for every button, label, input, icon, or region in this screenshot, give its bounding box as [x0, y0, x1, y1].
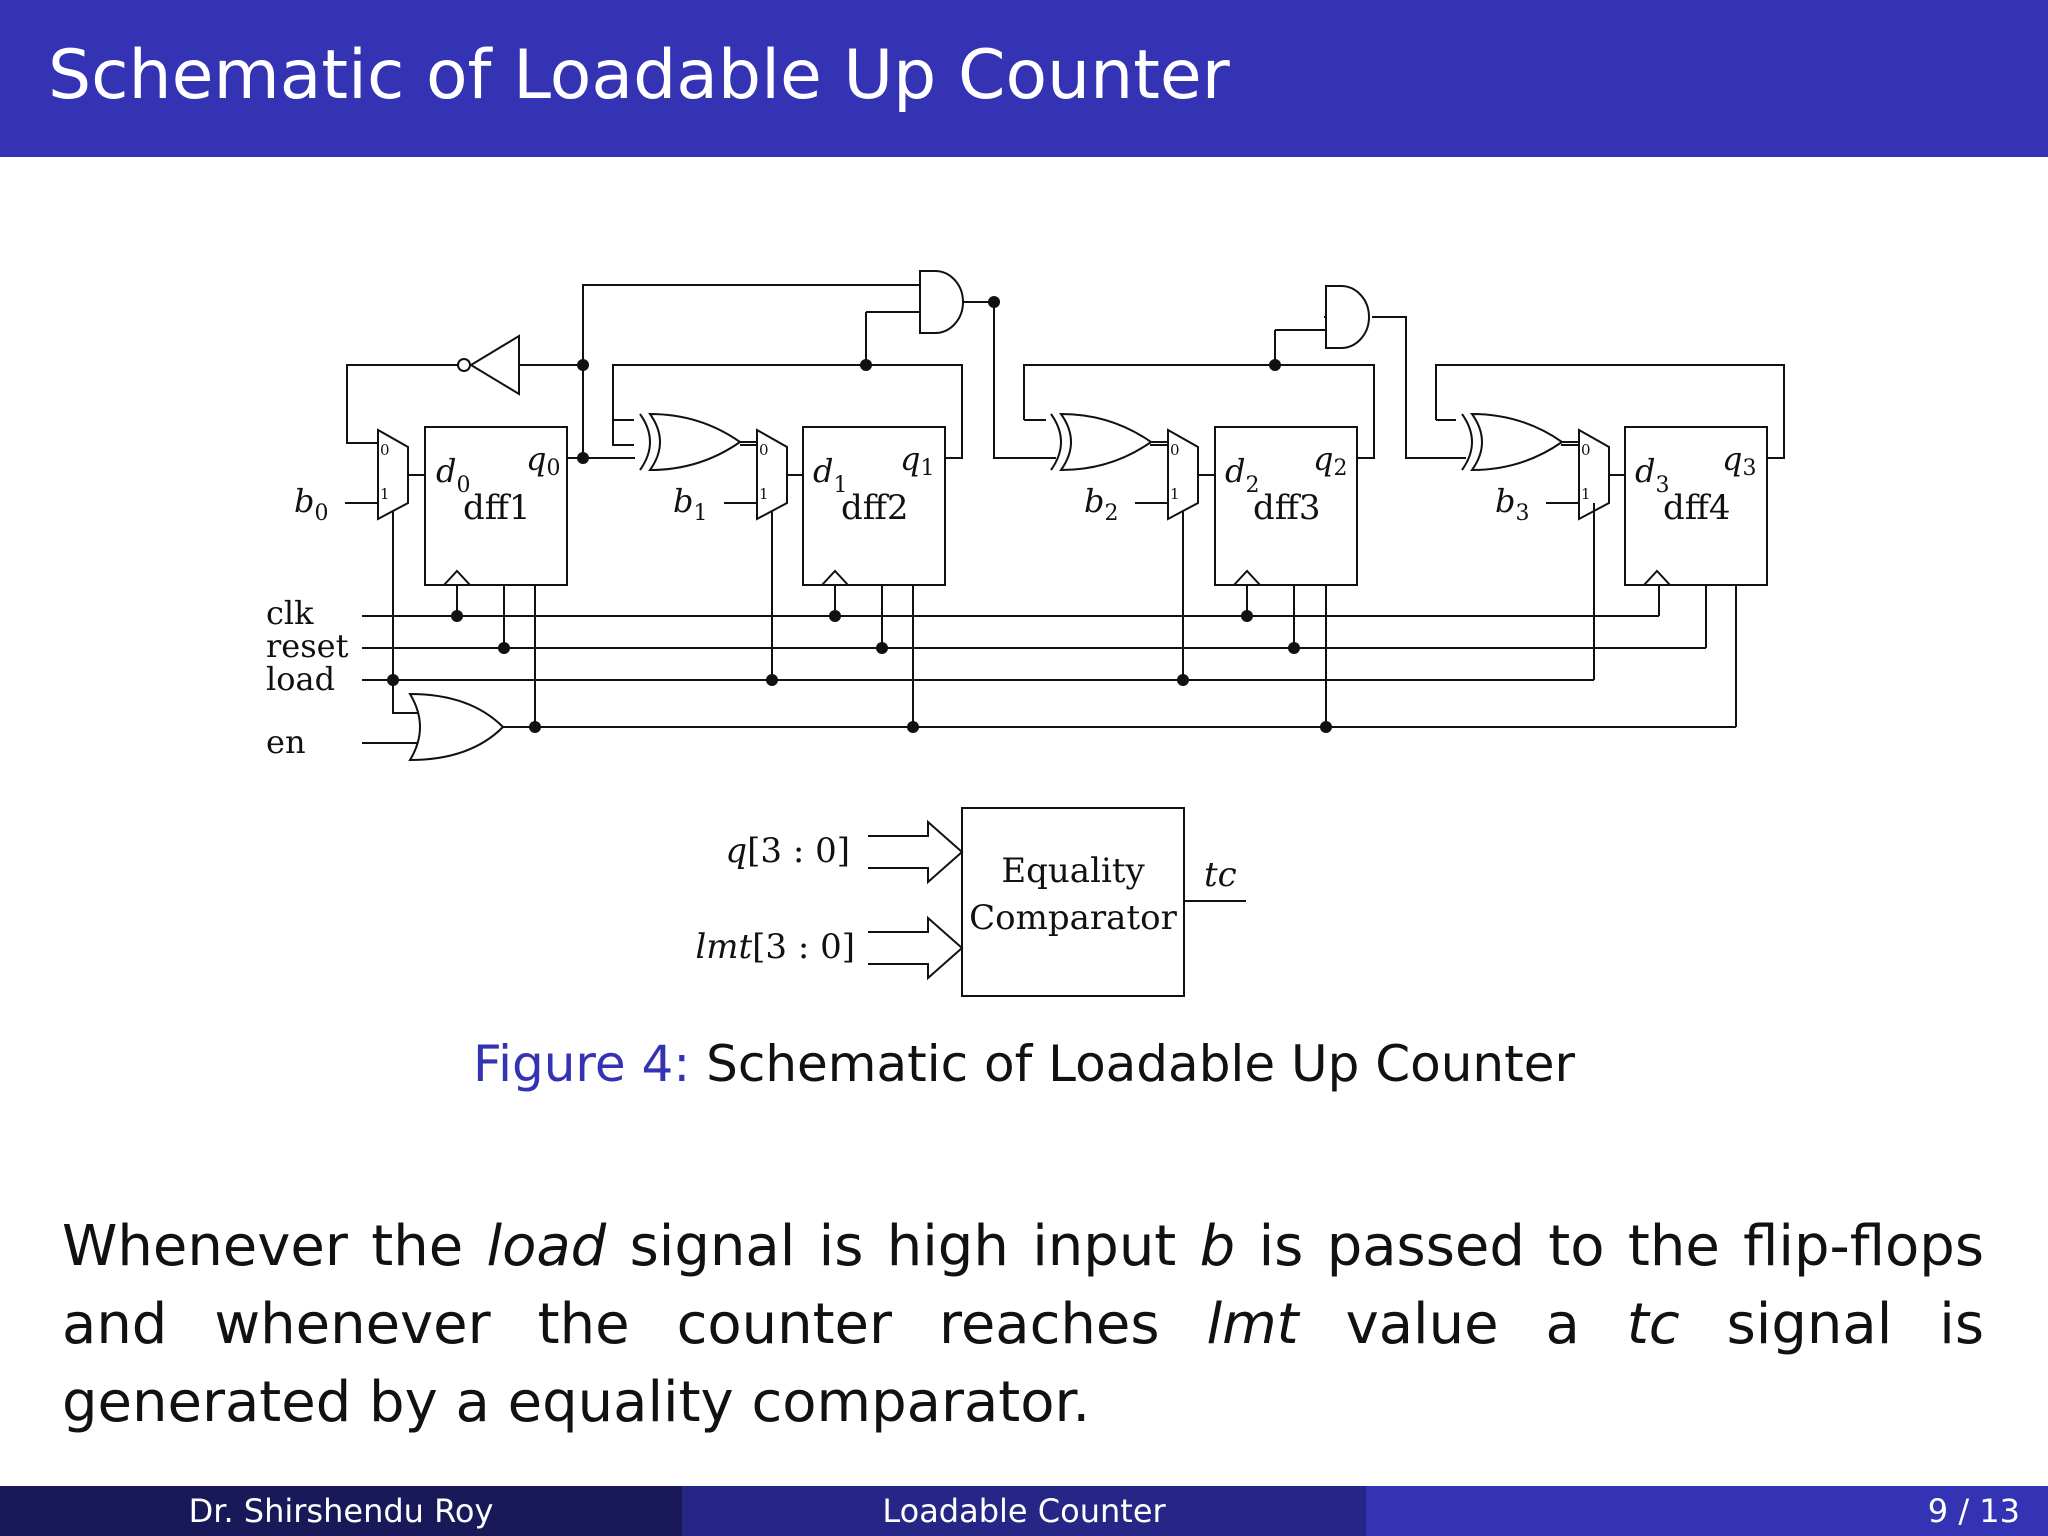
body-paragraph: Whenever the load signal is high input b…: [62, 1208, 1984, 1442]
footer-page-number: 9 / 13: [1366, 1486, 2048, 1536]
mux-1: [377, 428, 409, 521]
comparator-line1: Equality: [1001, 851, 1145, 891]
body-text-1: Whenever the: [62, 1214, 487, 1279]
dff1-d-label: d0: [436, 452, 470, 498]
q-bus-label: q[3 : 0]: [725, 831, 850, 871]
mux4-label-1: 1: [1581, 485, 1591, 503]
dff2-d-label: d1: [813, 452, 847, 498]
and-gate-1: [919, 270, 964, 334]
counter-schematic: 0 1 0 1 0 1 0 1 dff1 dff2 dff3 dff4 d0 q…: [266, 270, 1785, 997]
b3-label: b3: [1495, 482, 1529, 526]
en-label: en: [266, 723, 306, 761]
dff4-name: dff4: [1663, 488, 1731, 528]
dff2-box: [802, 426, 946, 586]
body-text-4: value a: [1298, 1292, 1627, 1357]
mux1-label-1: 1: [380, 485, 390, 503]
figure-caption: Figure 4: Schematic of Loadable Up Count…: [0, 1035, 2048, 1093]
b0-label: b0: [294, 482, 328, 526]
inverter: [469, 334, 520, 396]
slide-footer: Dr. Shirshendu Roy Loadable Counter 9 / …: [0, 1486, 2048, 1536]
tc-label: tc: [1204, 855, 1237, 895]
slide-header: Schematic of Loadable Up Counter: [0, 0, 2048, 157]
dff3-d-label: d2: [1225, 452, 1259, 498]
mux4-label-0: 0: [1581, 441, 1591, 459]
mux2-label-0: 0: [759, 441, 769, 459]
b1-label: b1: [673, 482, 707, 526]
mux3-label-1: 1: [1170, 485, 1180, 503]
xor-gate-1: [639, 412, 742, 472]
mux2-label-1: 1: [759, 485, 769, 503]
or-gate: [408, 692, 505, 762]
dff3-box: [1214, 426, 1358, 586]
slide-title: Schematic of Loadable Up Counter: [48, 36, 1230, 115]
body-text-2: signal is high input: [606, 1214, 1200, 1279]
xor-gate-3: [1461, 412, 1564, 472]
mux1-label-0: 0: [380, 441, 390, 459]
dff2-q-label: q1: [900, 440, 934, 481]
dff2-name: dff2: [841, 488, 909, 528]
body-load-term: load: [486, 1214, 607, 1279]
dff1-q-label: q0: [526, 440, 560, 481]
clk-label: clk: [266, 594, 314, 632]
lmt-bus-label: lmt[3 : 0]: [695, 927, 855, 967]
body-lmt-term: lmt: [1206, 1292, 1299, 1357]
dff4-box: [1624, 426, 1768, 586]
body-b-term: b: [1199, 1214, 1236, 1279]
reset-label: reset: [266, 627, 349, 665]
body-tc-term: tc: [1626, 1292, 1680, 1357]
dff3-q-label: q2: [1313, 440, 1347, 481]
mux-3: [1167, 428, 1199, 521]
mux-4: [1578, 428, 1610, 521]
body-text-3: is passed to the flip-flops and whenever…: [62, 1214, 1985, 1357]
bus-arrow-q: [868, 819, 964, 885]
b2-label: b2: [1084, 482, 1118, 526]
body-text-5: signal is generated by a equality compar…: [62, 1292, 1985, 1435]
figure-text: Schematic of Loadable Up Counter: [706, 1035, 1576, 1093]
dff1-box: [424, 426, 568, 586]
footer-author: Dr. Shirshendu Roy: [0, 1486, 682, 1536]
xor-gate-2: [1050, 412, 1153, 472]
figure-label: Figure 4:: [472, 1035, 691, 1093]
dff4-d-label: d3: [1635, 452, 1669, 498]
comparator-line2: Comparator: [969, 898, 1177, 938]
dff4-q-label: q3: [1722, 440, 1756, 481]
footer-title: Loadable Counter: [682, 1486, 1366, 1536]
bus-arrow-lmt: [868, 915, 964, 981]
mux-2: [756, 428, 788, 521]
and-gate-2: [1325, 285, 1370, 349]
dff1-name: dff1: [463, 488, 531, 528]
dff3-name: dff3: [1253, 488, 1321, 528]
mux3-label-0: 0: [1170, 441, 1180, 459]
load-label: load: [266, 660, 335, 698]
